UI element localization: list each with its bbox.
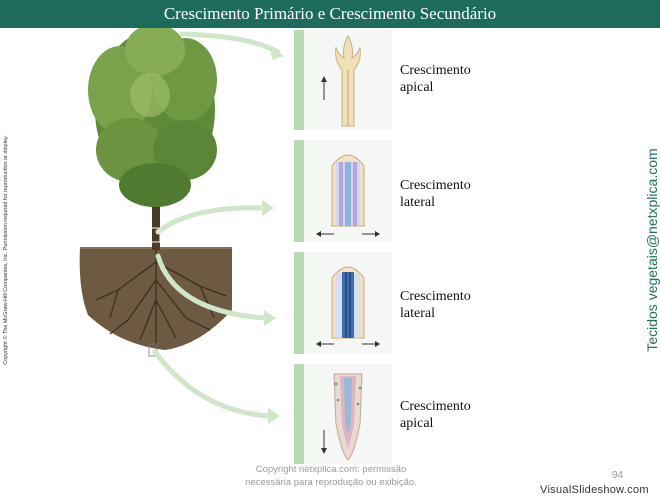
footer-copyright-line1: Copyright netxplica.com: permissão: [236, 463, 426, 476]
slide-title-bar: Crescimento Primário e Crescimento Secun…: [0, 0, 660, 28]
panel-stem-lateral-label: Crescimento lateral: [400, 177, 471, 211]
footer-copyright: Copyright netxplica.com: permissão neces…: [236, 463, 426, 489]
stem-section-lateral-icon: [304, 140, 392, 242]
panel-shoot-apical-label: Crescimento apical: [400, 62, 471, 96]
brand-vertical: Tecidos vegetais@netxplica.com: [642, 130, 660, 370]
panel-label-line2: lateral: [400, 305, 471, 322]
brand-vertical-text: Tecidos vegetais@netxplica.com: [644, 148, 660, 351]
panel-label-line2: apical: [400, 79, 471, 96]
panel-root-apical-label: Crescimento apical: [400, 398, 471, 432]
tree-crown: [88, 28, 217, 207]
tree-illustration: [0, 28, 300, 458]
root-tip-apex-icon: [304, 364, 392, 464]
panel-label-line2: lateral: [400, 194, 471, 211]
slide-title: Crescimento Primário e Crescimento Secun…: [164, 4, 496, 24]
panel-label-line1: Crescimento: [400, 288, 471, 305]
shoot-tip-apex-icon: [304, 30, 392, 130]
panel-root-lateral: [294, 252, 392, 354]
page-number: 94: [612, 470, 623, 481]
arrow-heads: [262, 46, 284, 424]
panel-root-apical: [294, 364, 392, 464]
watermark: VisualSlideshow.com: [540, 484, 649, 496]
panel-stem-lateral: [294, 140, 392, 242]
panel-label-line2: apical: [400, 415, 471, 432]
panel-label-line1: Crescimento: [400, 62, 471, 79]
footer-copyright-line2: necessária para reprodução ou exibição.: [236, 476, 426, 489]
panel-root-lateral-label: Crescimento lateral: [400, 288, 471, 322]
panel-shoot-apical: [294, 30, 392, 130]
panel-label-line1: Crescimento: [400, 398, 471, 415]
panel-label-line1: Crescimento: [400, 177, 471, 194]
root-section-lateral-icon: [304, 252, 392, 354]
